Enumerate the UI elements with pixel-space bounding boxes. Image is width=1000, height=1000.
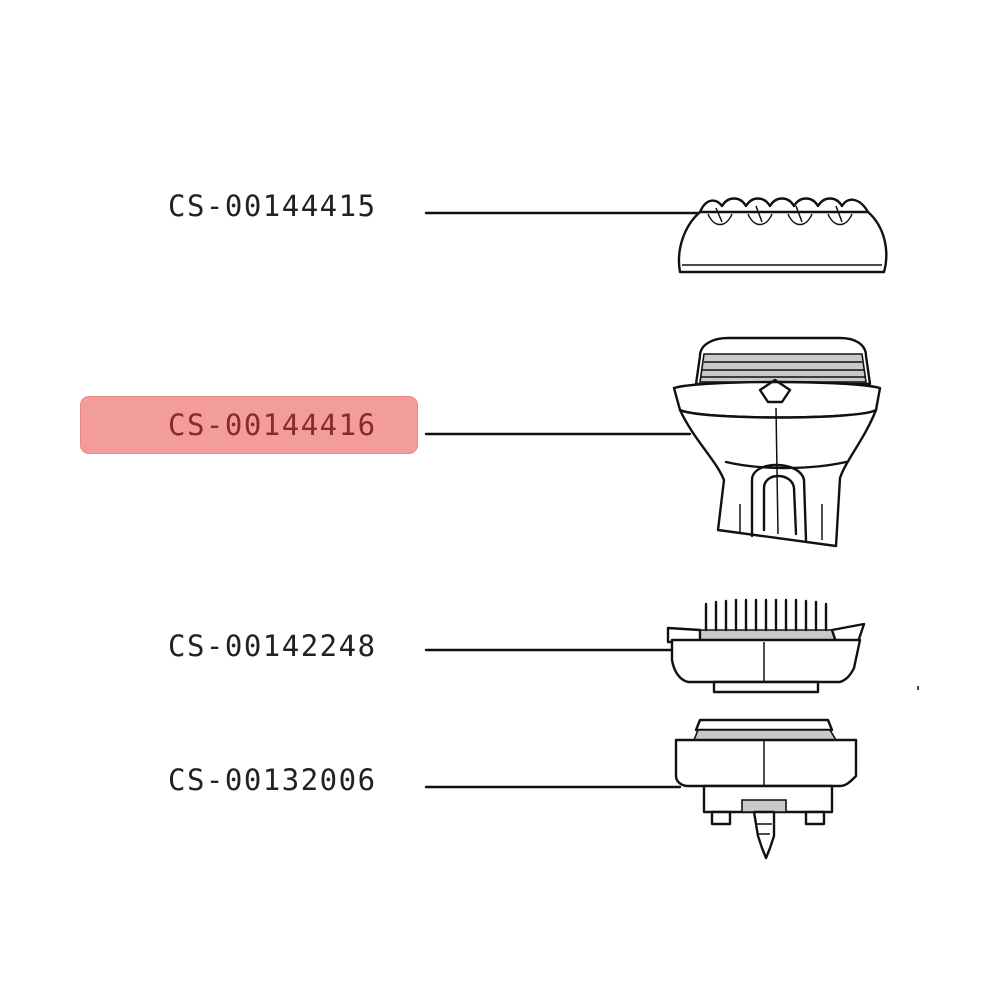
part-label-base[interactable]: CS-00132006 bbox=[168, 763, 377, 797]
serrated-cap-icon bbox=[677, 197, 888, 274]
part-label-head[interactable]: CS-00144416 bbox=[168, 408, 377, 442]
brush-head-icon bbox=[672, 336, 882, 548]
comb-ring-icon bbox=[666, 598, 866, 694]
selected-part-highlight bbox=[80, 396, 418, 454]
part-label-cap[interactable]: CS-00144415 bbox=[168, 189, 377, 223]
part-label-comb[interactable]: CS-00142248 bbox=[168, 629, 377, 663]
base-connector-icon bbox=[674, 718, 858, 860]
